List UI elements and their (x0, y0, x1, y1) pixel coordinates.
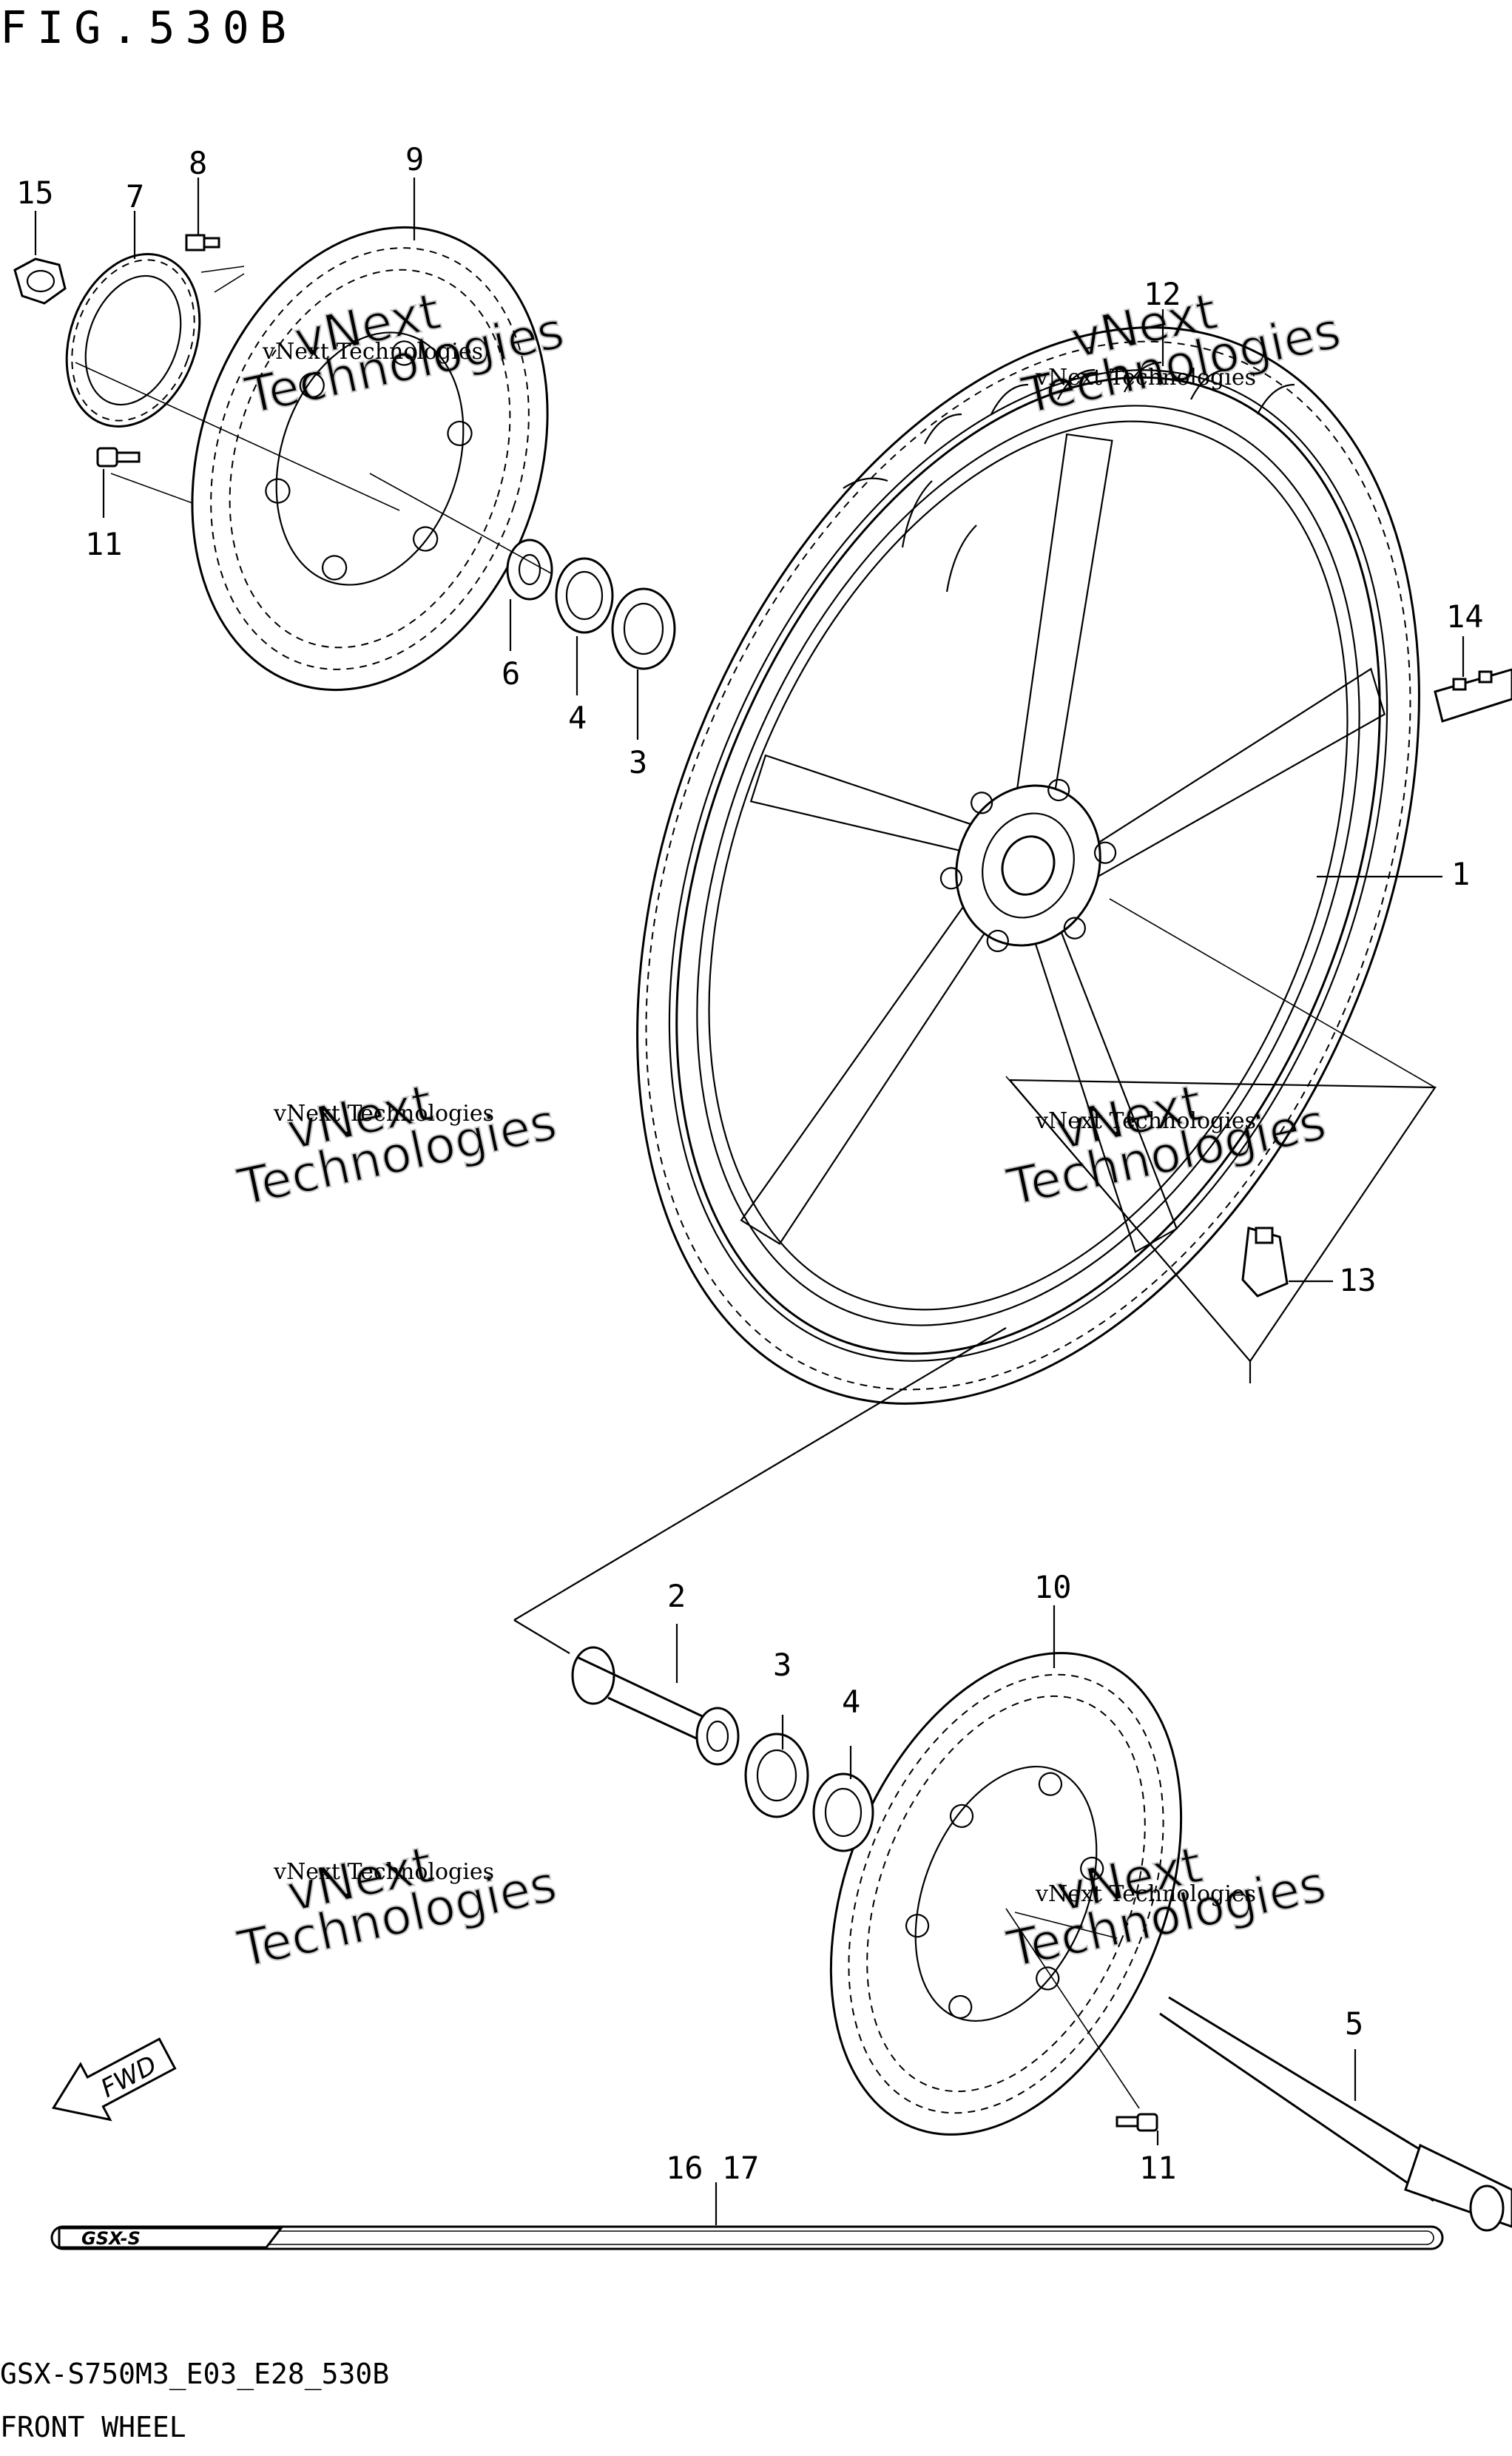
tire-outer (636, 326, 1420, 1405)
bolt-11-bottom (1116, 2113, 1158, 2132)
fwd-arrow-badge: FWD (51, 2037, 177, 2122)
watermark-mid-left: vNext Technologies (232, 1073, 562, 1218)
watermark-text: vNext Technologies (273, 1859, 494, 1885)
callout-numbers: 1 2 3 3 4 4 5 6 7 8 9 10 11 11 12 13 14 … (16, 141, 1484, 2186)
callout-1: 1 (1451, 856, 1470, 892)
model-code: GSX-S750M3_E03_E28_530B (0, 2358, 389, 2391)
callout-11: 11 (1139, 2150, 1177, 2186)
callout-15: 15 (16, 175, 54, 211)
callout-3: 3 (773, 1647, 792, 1683)
watermark-text: vNext Technologies (273, 1101, 494, 1127)
oil-seal-4-top (555, 557, 614, 634)
tire-valve (1241, 1227, 1289, 1298)
bearing-3-top (611, 587, 676, 670)
callout-14: 14 (1446, 598, 1484, 635)
callout-11: 11 (85, 526, 123, 562)
callout-5: 5 (1345, 2005, 1363, 2042)
callout-3: 3 (629, 744, 647, 780)
watermark-text: vNext Technologies (1035, 1108, 1256, 1134)
bolt-11-top (96, 447, 141, 468)
nut (13, 257, 67, 305)
balancer-weight (1434, 668, 1512, 723)
front-axle (1159, 1996, 1512, 2232)
callout-8: 8 (189, 145, 207, 181)
watermark-low-left: vNext Technologies (232, 1835, 562, 1980)
brake-disc-left (191, 226, 549, 692)
oil-seal-4-bottom (812, 1772, 874, 1852)
emblem-text: GSX-S (81, 2228, 141, 2249)
tire-tread-marks (843, 361, 1295, 593)
watermark-text: vNext Technologies (1035, 1881, 1256, 1907)
callout-6: 6 (502, 655, 520, 692)
figure-title: FIG.530B (0, 2, 297, 54)
callout-10: 10 (1034, 1569, 1072, 1605)
emblem-decal: GSX-S (50, 2225, 1444, 2250)
spacer-2 (571, 1646, 740, 1766)
callout-16-17: 16 17 (666, 2150, 759, 2186)
callout-4: 4 (568, 700, 587, 736)
leader-lines (34, 178, 1465, 2225)
figure-caption: FRONT WHEEL (0, 2411, 186, 2443)
bearing-3-bottom (744, 1733, 809, 1818)
callout-9: 9 (405, 141, 424, 178)
callout-2: 2 (667, 1578, 686, 1614)
sensor-rotor (65, 253, 201, 428)
callout-12: 12 (1144, 276, 1181, 312)
watermark-group: vNext Technologies vNext Technologies vN… (232, 282, 1346, 1980)
callout-4: 4 (842, 1684, 860, 1720)
front-wheel-with-tire (636, 326, 1420, 1405)
watermark-text: vNext Technologies (262, 339, 483, 365)
callout-13: 13 (1339, 1262, 1377, 1298)
callout-7: 7 (126, 178, 144, 215)
bolt-8 (185, 234, 220, 252)
rim-outer (675, 376, 1381, 1355)
